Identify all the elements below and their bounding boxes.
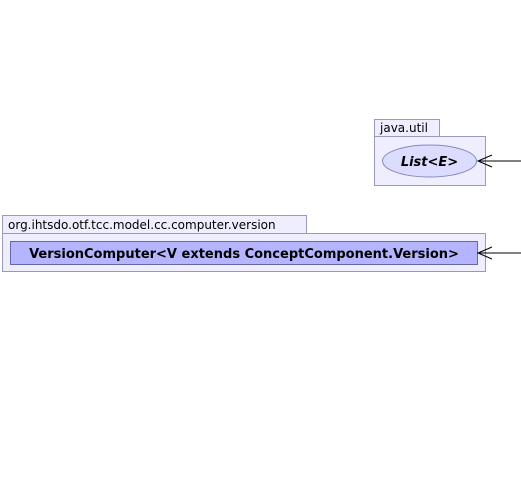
- package-name: java.util: [379, 121, 428, 135]
- arrow-head-icon: [476, 154, 493, 168]
- package-java-util: java.util List<E>: [374, 119, 486, 186]
- arrow-head-icon: [476, 246, 493, 260]
- edge-to-list: [476, 154, 521, 168]
- interface-node-list[interactable]: [382, 144, 477, 178]
- package-version-computer: org.ihtsdo.otf.tcc.model.cc.computer.ver…: [2, 215, 486, 272]
- class-label: VersionComputer<V extends ConceptCompone…: [29, 247, 459, 262]
- package-name: org.ihtsdo.otf.tcc.model.cc.computer.ver…: [8, 218, 276, 232]
- edge-to-version-computer: [476, 246, 521, 260]
- interface-label: List<E>: [401, 155, 458, 170]
